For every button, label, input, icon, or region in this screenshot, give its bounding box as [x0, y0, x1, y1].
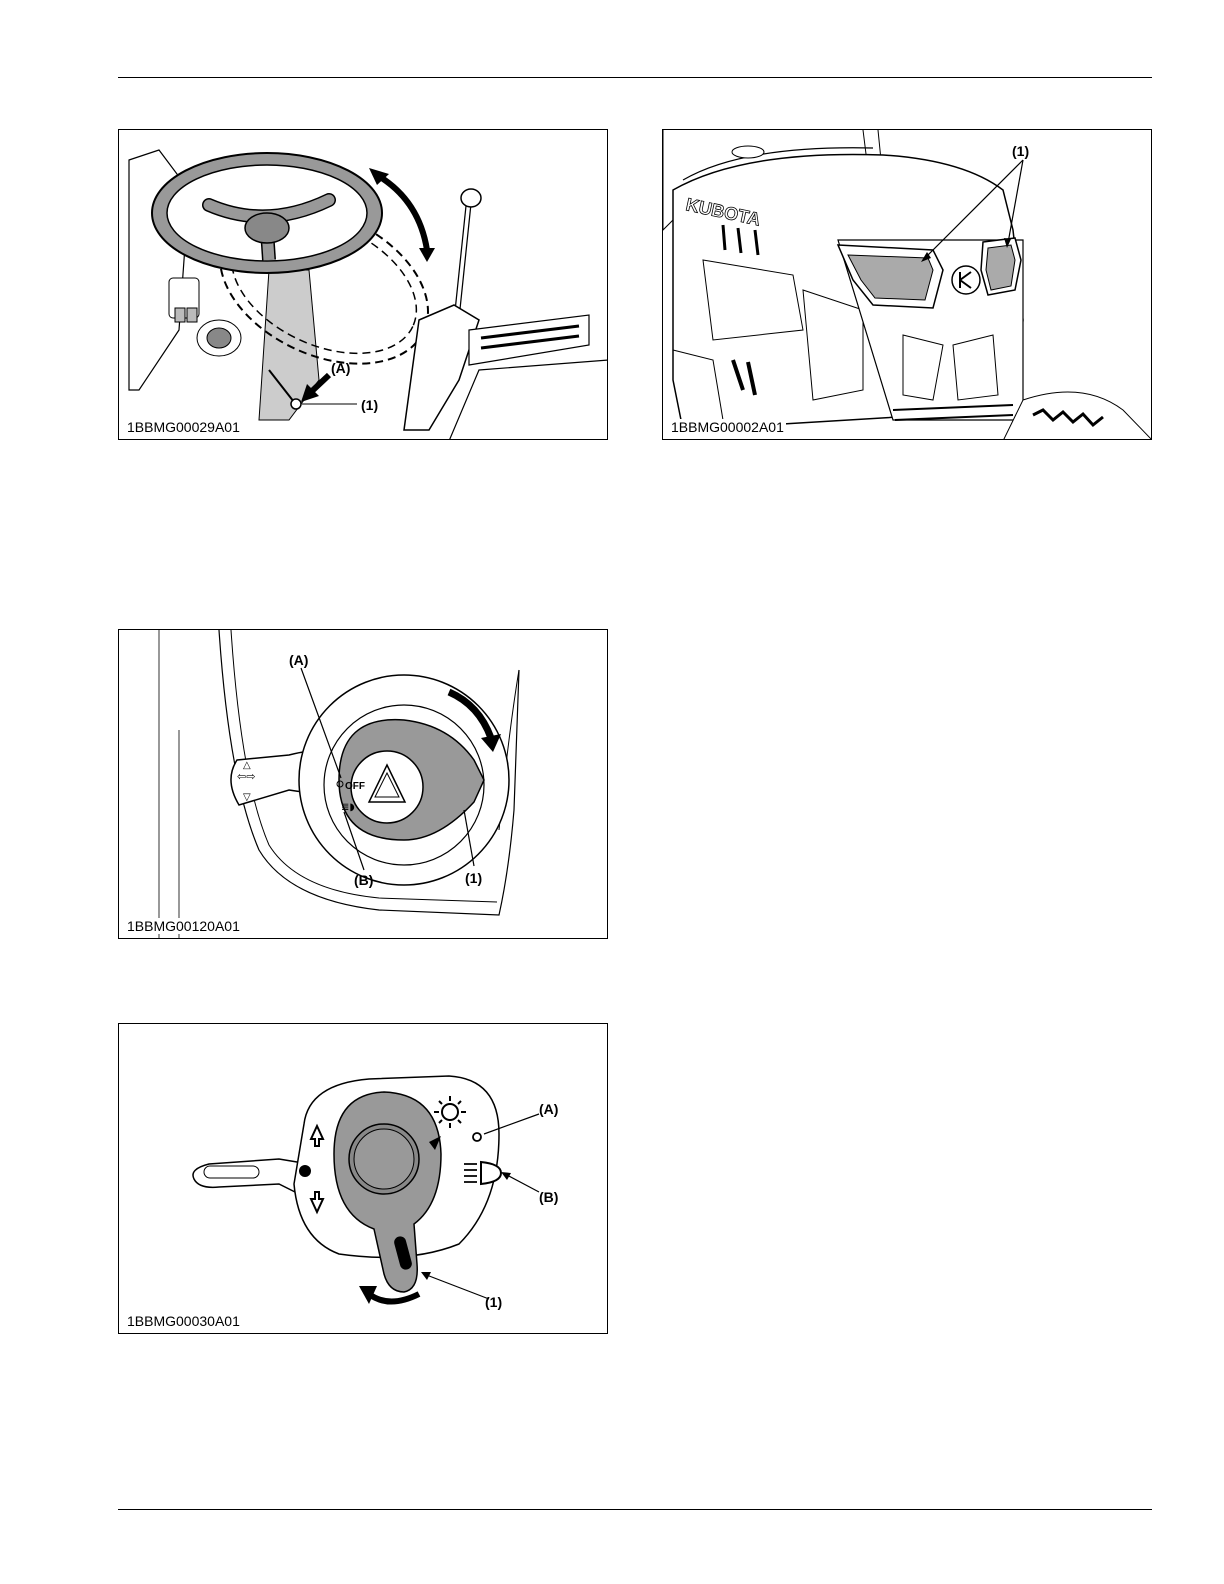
figure-code: 1BBMG00120A01	[125, 918, 242, 934]
figure-code: 1BBMG00029A01	[125, 419, 242, 435]
label-1: (1)	[361, 397, 378, 413]
label-a: (A)	[539, 1101, 558, 1117]
label-1: (1)	[1012, 143, 1029, 159]
figure-steering-tilt: (A) (1) 1BBMG00029A01	[118, 129, 608, 440]
svg-text:▽: ▽	[243, 792, 251, 803]
label-a: (A)	[331, 360, 350, 376]
light-switch-illustration: (A) (B) (1)	[119, 1024, 608, 1334]
figure-code: 1BBMG00002A01	[669, 419, 786, 435]
figure-light-switch: (A) (B) (1) 1BBMG00030A01	[118, 1023, 608, 1334]
hazard-switch-illustration: ⇦⇨ △ ▽ ☼ OFF ≣◗ (A) (B) (1)	[119, 630, 608, 939]
figure-headlights: KUBOTA (1) 1BBMG00002A01	[662, 129, 1152, 440]
label-b: (B)	[539, 1189, 558, 1205]
header-rule	[118, 77, 1152, 78]
svg-text:⇦⇨: ⇦⇨	[237, 770, 255, 783]
svg-text:△: △	[243, 760, 251, 771]
figure-code: 1BBMG00030A01	[125, 1313, 242, 1329]
figure-hazard-switch: ⇦⇨ △ ▽ ☼ OFF ≣◗ (A) (B) (1) 1BBMG00120A0…	[118, 629, 608, 939]
label-1: (1)	[485, 1294, 502, 1310]
steering-wheel-illustration: (A) (1)	[119, 130, 608, 440]
hood-headlights-illustration: KUBOTA (1)	[663, 130, 1152, 440]
label-1: (1)	[465, 870, 482, 886]
label-b: (B)	[354, 872, 373, 888]
off-marking: OFF	[345, 781, 365, 792]
footer-rule	[118, 1509, 1152, 1510]
svg-text:≣◗: ≣◗	[341, 802, 355, 813]
label-a: (A)	[289, 652, 308, 668]
